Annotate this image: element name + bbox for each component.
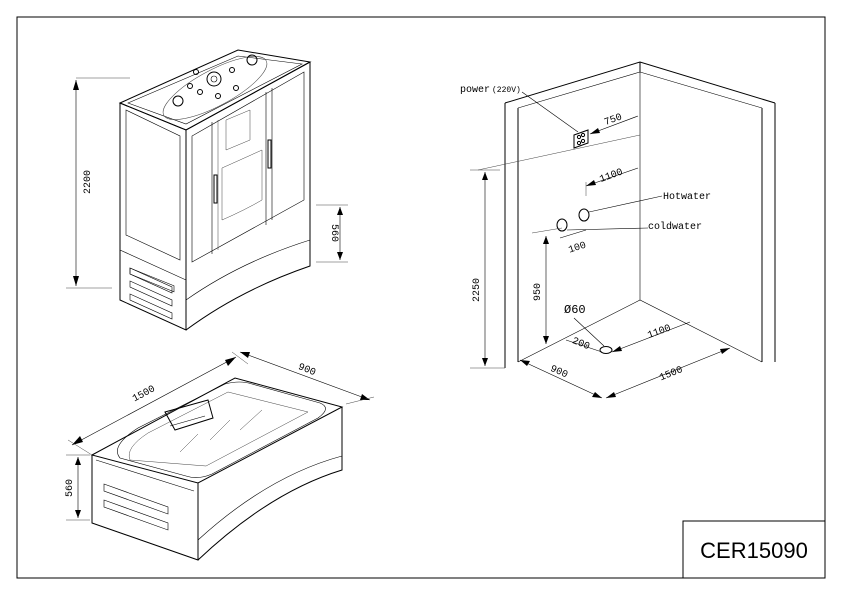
cabin-base-height-dim: 560 <box>328 224 339 242</box>
hotwater-label: Hotwater <box>663 192 711 203</box>
shower-cabin-drawing: 2200 560 <box>66 49 348 331</box>
wall-height-dim: 2250 <box>472 278 483 302</box>
drain-offset-long-dim: 1100 <box>646 323 672 342</box>
pipe-spacing-dim: 100 <box>567 241 588 257</box>
power-offset-dim: 750 <box>603 112 624 128</box>
drawing-frame <box>16 16 826 579</box>
floor-depth-dim: 900 <box>548 364 569 381</box>
pipe-height-dim: 950 <box>533 283 544 301</box>
tub-height-dim: 560 <box>65 479 76 497</box>
tub-length-dim: 1500 <box>131 384 157 405</box>
drain-outlet <box>599 346 613 354</box>
bathtub-drawing: 1500 900 560 <box>65 351 375 561</box>
coldwater-label: coldwater <box>648 221 702 233</box>
power-voltage-label: (220V) <box>492 86 521 95</box>
drain-offset-short-dim: 200 <box>570 336 591 353</box>
drain-diameter-label: Ø60 <box>564 303 586 317</box>
hotwater-inlet <box>578 208 590 222</box>
tub-width-dim: 900 <box>296 362 317 379</box>
coldwater-inlet <box>556 218 568 232</box>
cabin-height-dim: 2200 <box>83 170 94 194</box>
power-label: power <box>460 85 490 96</box>
floor-width-dim: 1500 <box>658 365 684 384</box>
supply-spacing-dim: 1100 <box>598 167 624 186</box>
installation-plan: power (220V) 750 1100 Hotwater coldwater… <box>460 61 776 399</box>
model-number: CER15090 <box>700 538 808 563</box>
title-block: CER15090 <box>682 520 826 579</box>
